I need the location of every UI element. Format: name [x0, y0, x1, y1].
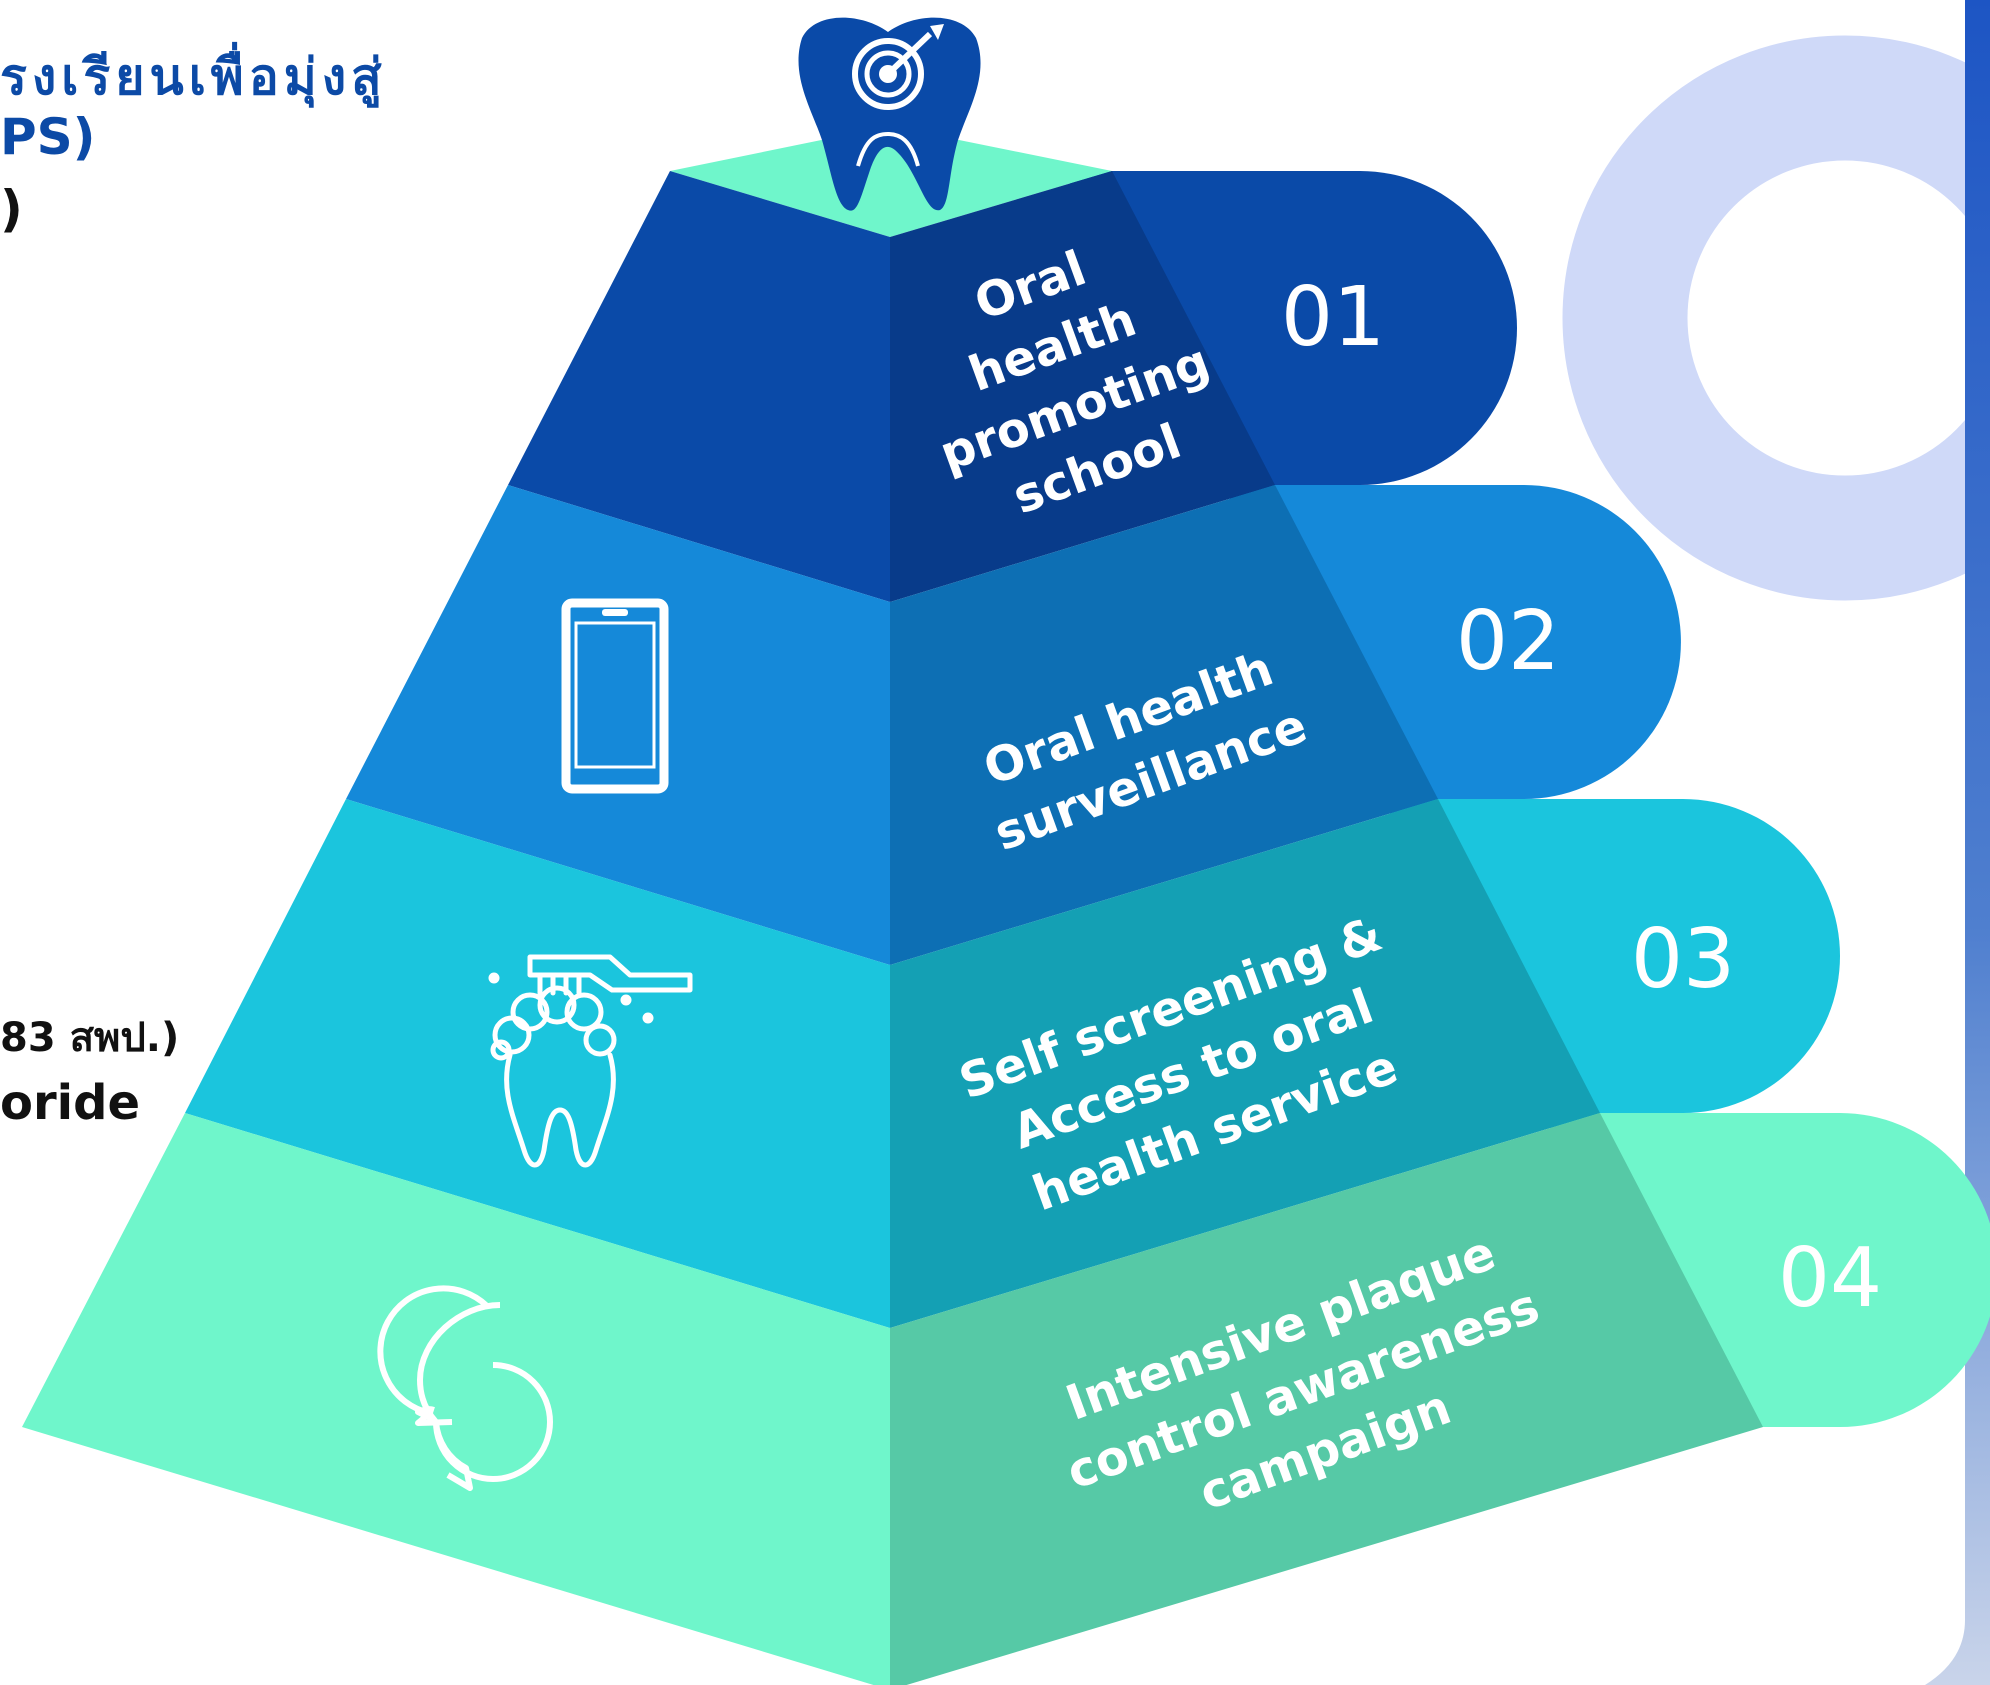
- decorative-ring: [1562, 35, 1990, 601]
- tab-number-02: 02: [1456, 594, 1560, 689]
- tooth-brushing-icon: [488, 954, 693, 1168]
- pyramid-level-3-right: [890, 799, 1600, 1328]
- pyramid-level-1-right: [890, 171, 1275, 602]
- pyramid-level-3-left: [185, 799, 890, 1328]
- pyramid-level-1-left: [508, 171, 890, 602]
- text-fragment-office-count: 83 สพป.): [0, 1015, 180, 1061]
- title-fragment-paren: ): [0, 180, 23, 238]
- tab-number-04: 04: [1778, 1231, 1882, 1326]
- text-fragment-fluoride: oride: [0, 1075, 141, 1131]
- tooth-target-icon: [798, 17, 981, 211]
- pyramid-level-4-left: [22, 1113, 890, 1685]
- thai-title-fragment: รงเรียนเพื่อมุ่งสู่: [0, 48, 387, 106]
- pyramid-level-4-right: [890, 1113, 1763, 1685]
- tab-number-03: 03: [1631, 912, 1735, 1007]
- tab-number-01: 01: [1281, 270, 1385, 365]
- pyramid-cap: [670, 126, 1112, 237]
- chat-bubbles-icon: [377, 1285, 553, 1491]
- smartphone-icon: [561, 598, 669, 794]
- pyramid-level-2-right: [890, 485, 1438, 965]
- right-side-panel: [1925, 0, 1990, 1685]
- pyramid-level-2-left: [346, 485, 890, 965]
- title-fragment-ps: PS): [0, 108, 96, 166]
